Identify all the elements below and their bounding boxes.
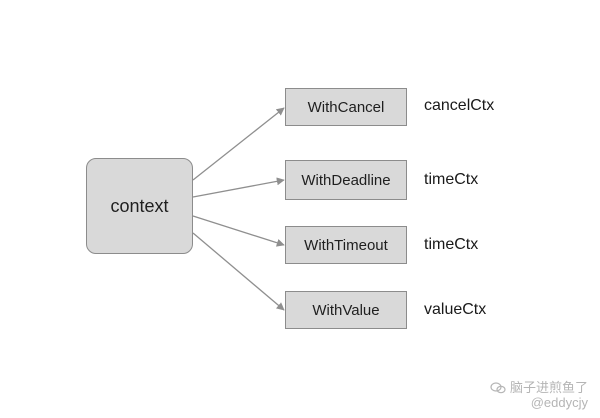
timectx-label-timeout: timeCtx bbox=[424, 236, 479, 253]
withcancel-node: WithCancel bbox=[285, 88, 407, 126]
cancelctx-label: cancelCtx bbox=[424, 97, 495, 114]
edge-context-to-withvalue bbox=[192, 232, 285, 311]
withdeadline-node: WithDeadline bbox=[285, 160, 407, 200]
valuectx-label: valueCtx bbox=[424, 301, 487, 318]
withdeadline-node-label: WithDeadline bbox=[301, 171, 391, 189]
watermark-line2: @eddycjy bbox=[530, 395, 588, 410]
edge-context-to-withtimeout bbox=[192, 215, 285, 247]
chat-bubble-icon bbox=[490, 381, 506, 393]
edge-context-to-withcancel bbox=[192, 107, 285, 181]
withvalue-node-label: WithValue bbox=[312, 301, 380, 319]
watermark: 脑子进煎鱼了 @eddycjy bbox=[490, 380, 588, 410]
timectx-label-deadline: timeCtx bbox=[424, 171, 479, 188]
withcancel-node-label: WithCancel bbox=[307, 98, 385, 116]
context-node: context bbox=[86, 158, 193, 254]
withtimeout-node: WithTimeout bbox=[285, 226, 407, 264]
context-node-label: context bbox=[110, 195, 169, 216]
withtimeout-node-label: WithTimeout bbox=[304, 236, 388, 254]
edge-context-to-withdeadline bbox=[192, 177, 285, 198]
watermark-line1: 脑子进煎鱼了 bbox=[509, 380, 588, 395]
withvalue-node: WithValue bbox=[285, 291, 407, 329]
